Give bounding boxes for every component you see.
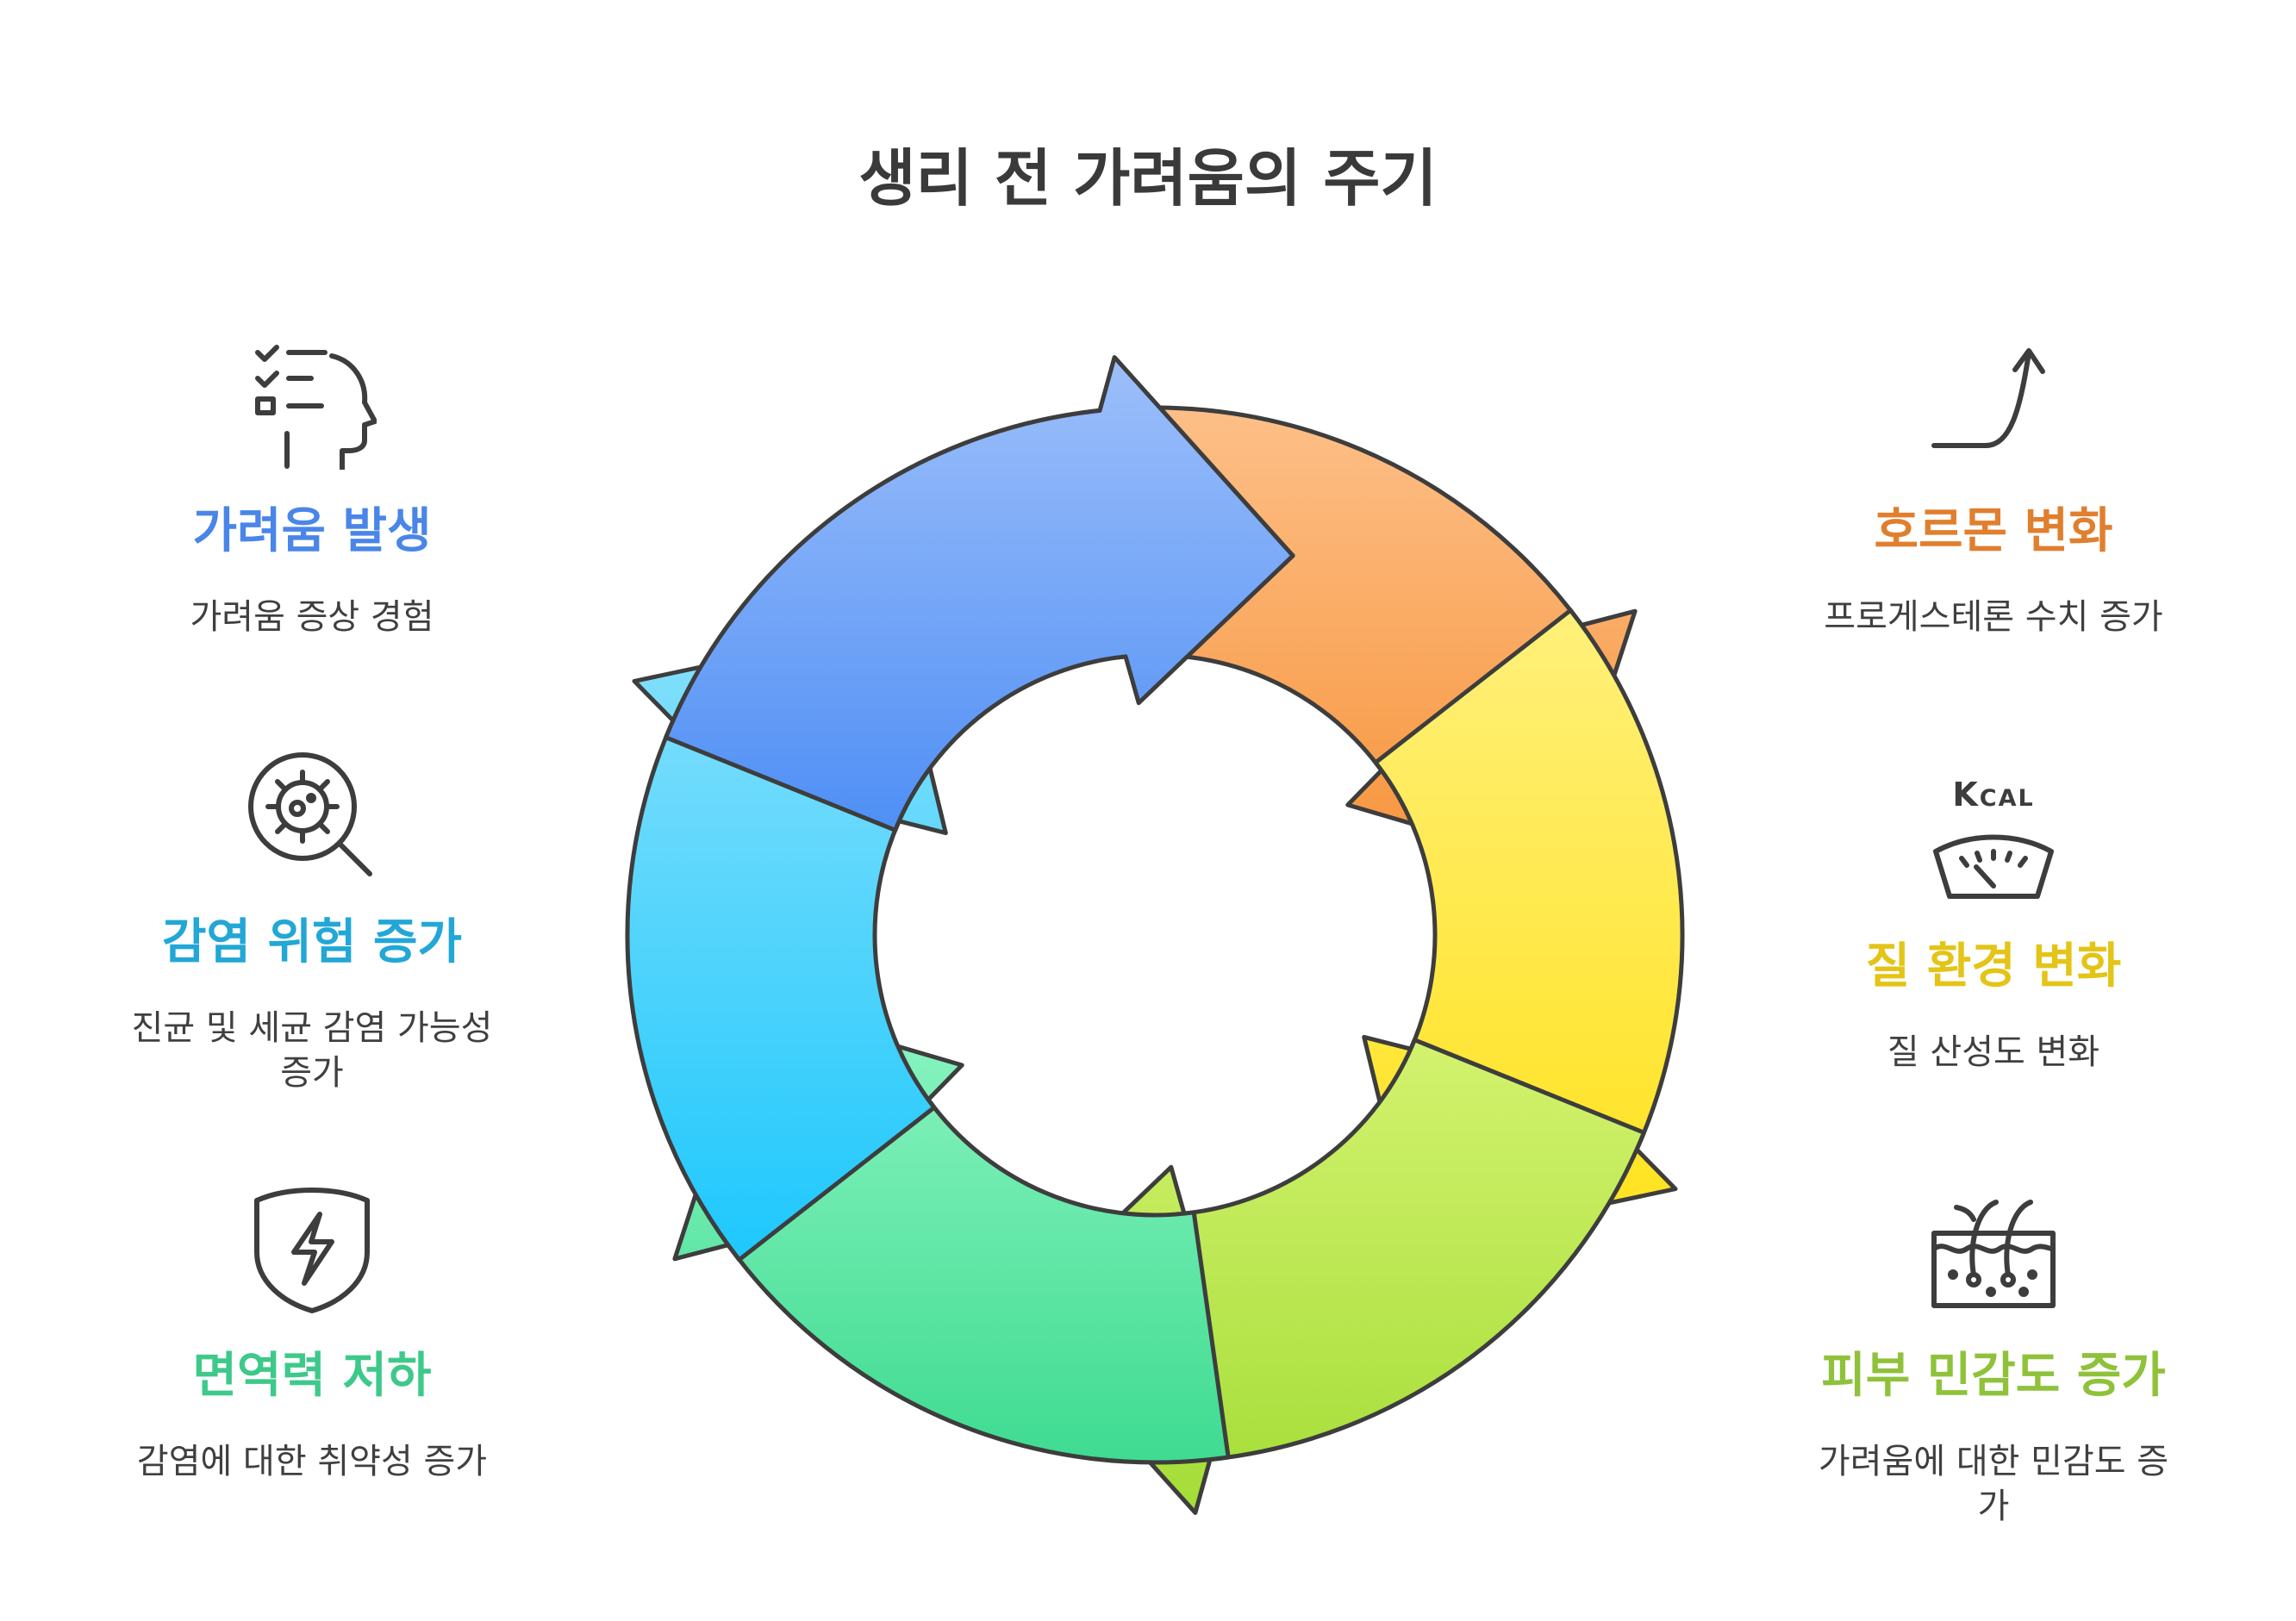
step-heading: 피부 민감도 증가 (1821, 1348, 2166, 1404)
step-heading: 가려움 발생 (192, 503, 432, 559)
cycle-arrow-itch-onset (664, 355, 1295, 832)
kcal-scale-icon (1933, 834, 2054, 899)
kcal-label: Kcal (1952, 776, 2035, 814)
step-heading: 면역력 저하 (192, 1348, 432, 1404)
virus-magnifier-icon (248, 752, 372, 876)
step-vaginal-environment: Kcal 질 환경 변화 질 산성도 변화 (1769, 776, 2218, 1075)
step-heading: 질 환경 변화 (1865, 938, 2122, 994)
step-hormone-change: 호르몬 변화 프로게스테론 수치 증가 (1769, 340, 2218, 639)
step-description: 가려움에 대한 민감도 증가 (1818, 1442, 2169, 1527)
step-description: 감염에 대한 취약성 증가 (136, 1442, 488, 1482)
step-immunity-drop: 면역력 저하 감염에 대한 취약성 증가 (88, 1185, 536, 1484)
skin-layer-icon (1931, 1200, 2056, 1308)
trend-up-arrow-icon (1931, 348, 2045, 448)
step-heading: 감염 위험 증가 (161, 914, 463, 970)
step-infection-risk: 감염 위험 증가 진균 및 세균 감염 가능성 증가 (88, 751, 536, 1095)
head-checklist-icon (255, 345, 377, 470)
step-description: 프로게스테론 수치 증가 (1824, 597, 2163, 638)
step-description: 가려움 증상 경험 (190, 597, 434, 638)
step-heading: 호르몬 변화 (1874, 503, 2113, 559)
step-description: 진균 및 세균 감염 가능성 증가 (131, 1008, 493, 1094)
step-skin-sensitivity: 피부 민감도 증가 가려움에 대한 민감도 증가 (1769, 1185, 2218, 1529)
shield-lightning-icon (254, 1188, 370, 1313)
step-itch-onset: 가려움 발생 가려움 증상 경험 (88, 340, 536, 639)
diagram-title: 생리 전 가려움의 주기 (858, 142, 1438, 215)
step-description: 질 산성도 변화 (1887, 1032, 2100, 1073)
